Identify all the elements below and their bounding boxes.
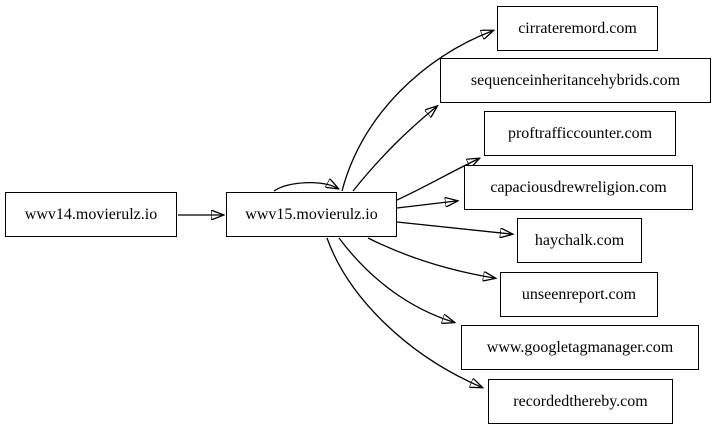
- node-capaciousdrewreligion-com: capaciousdrewreligion.com: [464, 165, 693, 210]
- edge-wwv15-to-capaciousdrewreligion: [396, 201, 456, 209]
- edge-wwv15-to-haychalk: [396, 221, 511, 234]
- edge-wwv15-to-cirrateremord: [341, 31, 492, 192]
- edge-wwv15-to-recordedthereby: [326, 237, 481, 387]
- edge-wwv15-to-sequenceinheritancehybrids: [352, 107, 436, 192]
- edge-wwv15-self-loop: [273, 183, 337, 192]
- node-unseenreport-com: unseenreport.com: [500, 272, 658, 317]
- node-cirrateremord-com: cirrateremord.com: [497, 6, 658, 51]
- node-www-googletagmanager-com: www.googletagmanager.com: [461, 325, 699, 370]
- node-recordedthereby-com: recordedthereby.com: [488, 379, 673, 424]
- edge-wwv15-to-unseenreport: [367, 237, 494, 278]
- node-wwv15-movierulz-io: wwv15.movierulz.io: [226, 192, 397, 237]
- node-wwv14-movierulz-io: wwv14.movierulz.io: [5, 192, 177, 237]
- node-haychalk-com: haychalk.com: [517, 218, 642, 263]
- node-sequenceinheritancehybrids-com: sequenceinheritancehybrids.com: [440, 58, 711, 103]
- edge-wwv15-to-googletagmanager: [338, 237, 453, 322]
- node-proftrafficcounter-com: proftrafficcounter.com: [484, 111, 676, 156]
- edge-wwv15-to-proftrafficcounter: [396, 159, 478, 201]
